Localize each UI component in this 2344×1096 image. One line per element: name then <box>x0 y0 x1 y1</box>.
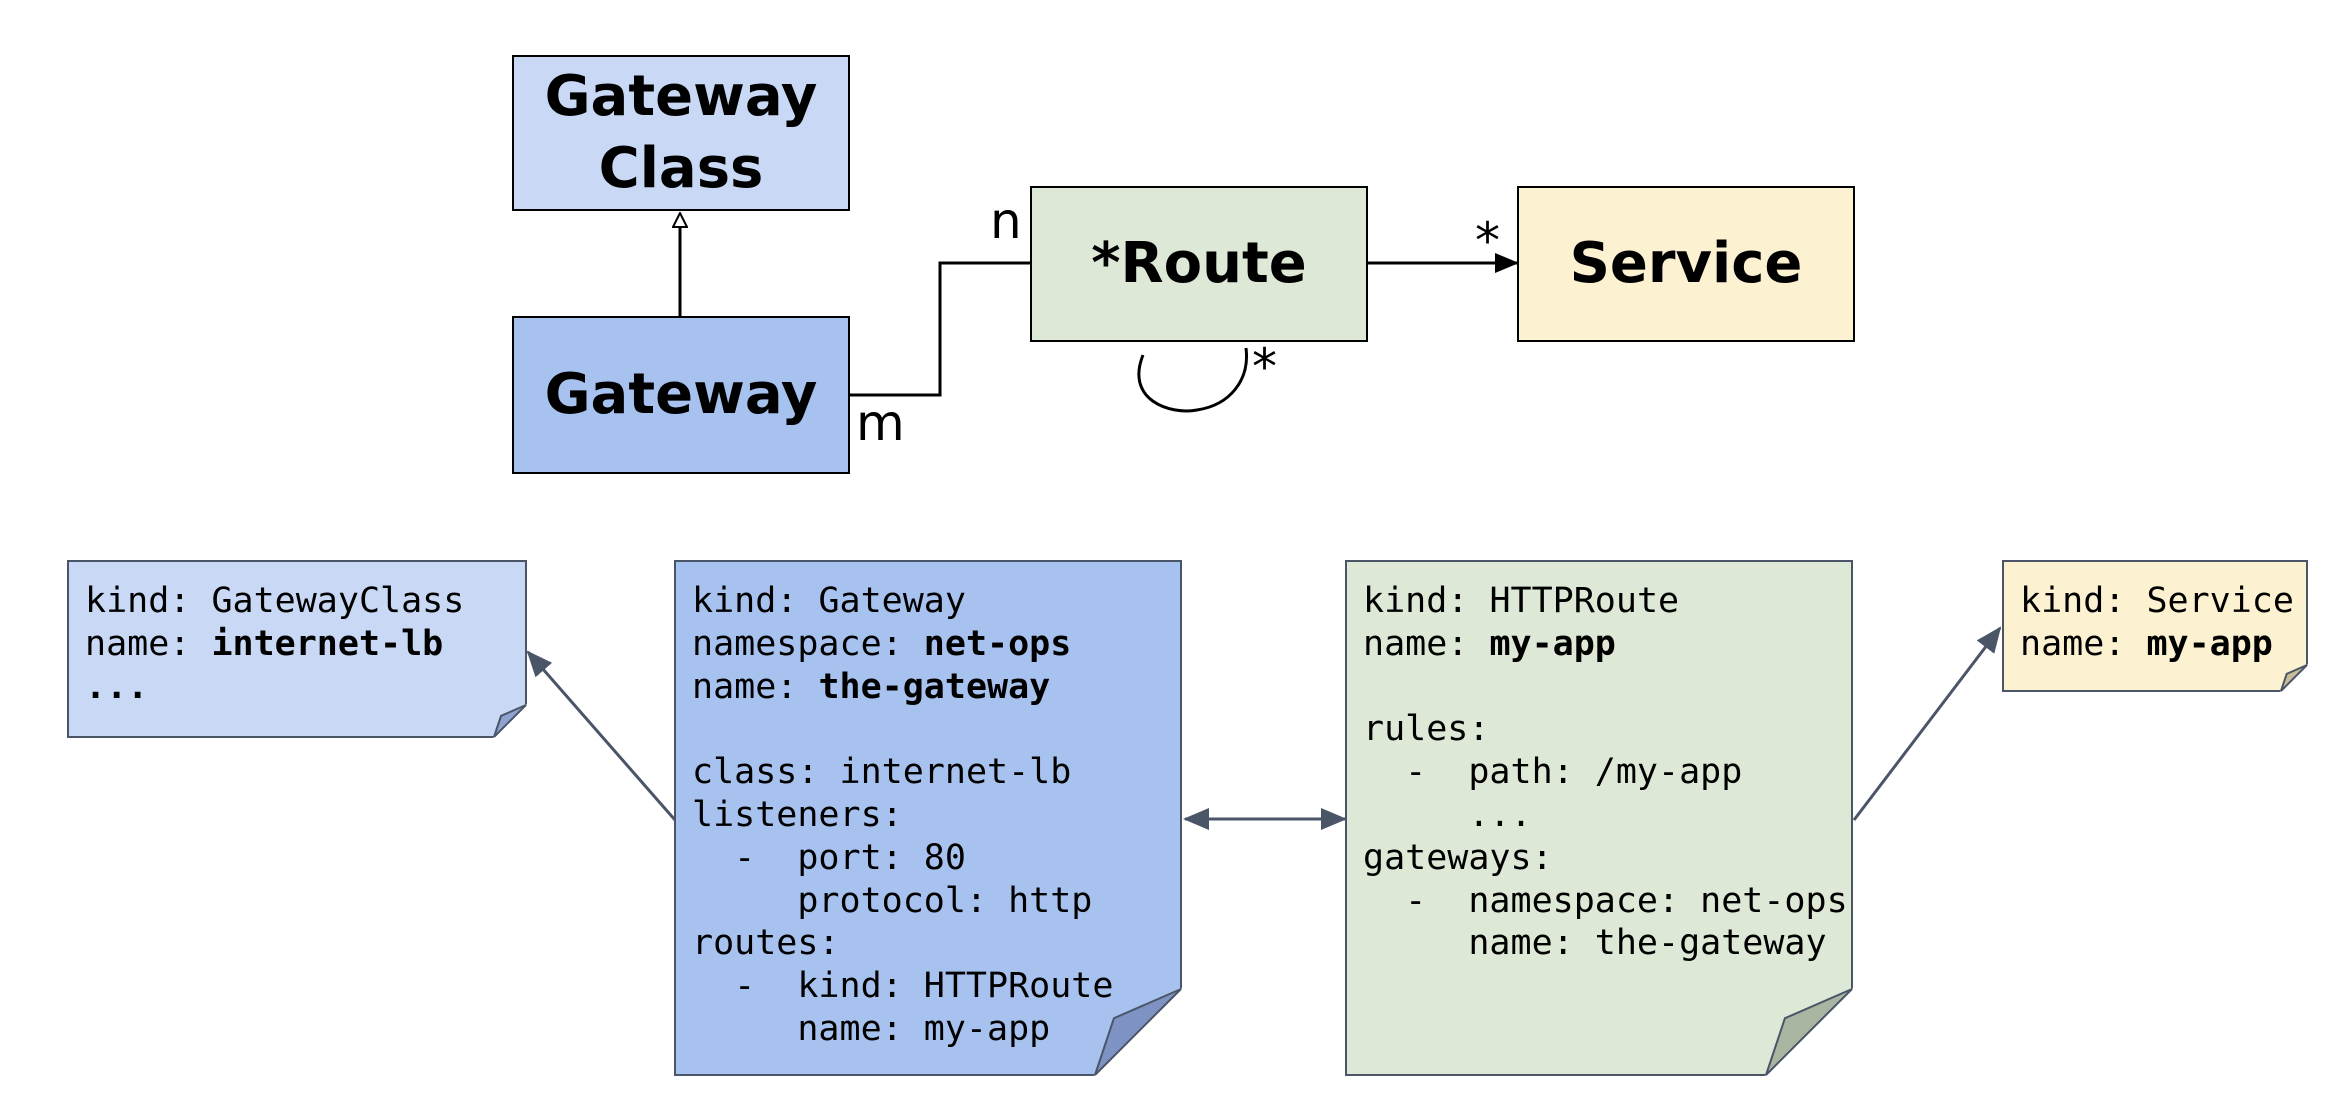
note-line <box>1363 666 1851 709</box>
note-key: class: <box>692 752 840 793</box>
note-value: name: my-app <box>797 1008 1051 1049</box>
note-key: - <box>1363 880 1469 921</box>
note-key: listeners: <box>692 794 903 835</box>
note-key: kind: <box>1363 581 1490 621</box>
note-line: name: internet-lb <box>85 623 525 666</box>
note-value: the-gateway <box>818 666 1051 707</box>
note-line: ... <box>85 666 525 709</box>
multiplicity-self: * <box>1252 338 1277 396</box>
note-key: - <box>692 837 798 878</box>
note-line: name: the-gateway <box>692 666 1180 709</box>
page-fold-corner <box>493 704 527 738</box>
note-line: class: internet-lb <box>692 751 1180 794</box>
note-key: name: <box>1363 623 1490 664</box>
note-key <box>692 881 797 921</box>
note-line: name: my-app <box>692 1008 1180 1051</box>
note-line: - kind: HTTPRoute <box>692 965 1180 1008</box>
route-self-reference <box>1137 347 1248 413</box>
note-key <box>1363 795 1468 835</box>
gateway-class-box: Gateway Class <box>512 55 850 211</box>
note-value: port: 80 <box>797 837 966 878</box>
note-line: gateways: <box>1363 837 1851 880</box>
page-fold-corner <box>2280 664 2308 692</box>
note-line: rules: <box>1363 708 1851 751</box>
note-value: my-app <box>2146 623 2273 664</box>
multiplicity-n: n <box>990 192 1022 250</box>
note-value: GatewayClass <box>211 581 465 621</box>
gateway-class-label: Gateway Class <box>544 64 818 201</box>
note-key: kind: <box>2020 581 2147 621</box>
note-line: kind: GatewayClass <box>85 580 525 623</box>
note-line: namespace: net-ops <box>692 623 1180 666</box>
note-line: listeners: <box>692 794 1180 837</box>
note-value: path: /my-app <box>1468 752 1743 793</box>
note-value: net-ops <box>923 623 1072 664</box>
gateway-box: Gateway <box>512 316 850 474</box>
note-value: namespace: net-ops <box>1468 880 1848 921</box>
note-key: routes: <box>692 923 840 964</box>
note-key: gateways: <box>1363 837 1553 878</box>
note-line: - port: 80 <box>692 837 1180 880</box>
note-line: routes: <box>692 922 1180 965</box>
note-key: name: <box>692 666 819 707</box>
service-box: Service <box>1517 186 1855 342</box>
service-label: Service <box>1569 231 1803 296</box>
note-line: - path: /my-app <box>1363 751 1851 794</box>
note-line: name: my-app <box>1363 623 1851 666</box>
multiplicity-service: * <box>1475 212 1500 270</box>
note-line: name: my-app <box>2020 623 2306 666</box>
page-fold-corner <box>1765 988 1853 1076</box>
gateway-note-to-class-note-arrow <box>526 650 677 821</box>
note-key: - <box>1363 752 1469 793</box>
multiplicity-m: m <box>856 394 905 452</box>
note-key <box>1363 923 1468 963</box>
note-value: Gateway <box>818 581 966 621</box>
route-label: *Route <box>1091 231 1307 296</box>
note-value: kind: HTTPRoute <box>797 966 1114 1007</box>
gateway-route-connector <box>850 261 1030 397</box>
note-value: internet-lb <box>211 623 444 664</box>
note-line: kind: Gateway <box>692 580 1180 623</box>
note-key: name: <box>2020 623 2147 664</box>
note-key: - <box>692 966 798 1007</box>
httproute-note-to-service-note-arrow <box>1852 626 2002 821</box>
note-key: rules: <box>1363 709 1490 750</box>
note-line: kind: HTTPRoute <box>1363 580 1851 623</box>
note-value: protocol: http <box>797 880 1093 921</box>
note-value: my-app <box>1489 623 1616 664</box>
note-key: namespace: <box>692 623 924 664</box>
note-value: ... <box>1468 794 1532 835</box>
page-fold-corner <box>1094 988 1182 1076</box>
note-value: ... <box>85 666 149 707</box>
note-key: name: <box>85 623 212 664</box>
gateway-label: Gateway <box>544 362 818 427</box>
note-line: ... <box>1363 794 1851 837</box>
note-line <box>692 708 1180 751</box>
note-line: name: the-gateway <box>1363 922 1851 965</box>
route-box: *Route <box>1030 186 1368 342</box>
note-key: kind: <box>692 581 819 621</box>
note-line: - namespace: net-ops <box>1363 880 1851 923</box>
note-key: kind: <box>85 581 212 621</box>
note-value: name: the-gateway <box>1468 923 1827 964</box>
note-key <box>692 1009 797 1049</box>
note-line: kind: Service <box>2020 580 2306 623</box>
note-line: protocol: http <box>692 880 1180 923</box>
note-value: Service <box>2146 581 2294 621</box>
note-value: HTTPRoute <box>1489 581 1680 621</box>
note-value: internet-lb <box>839 752 1072 793</box>
